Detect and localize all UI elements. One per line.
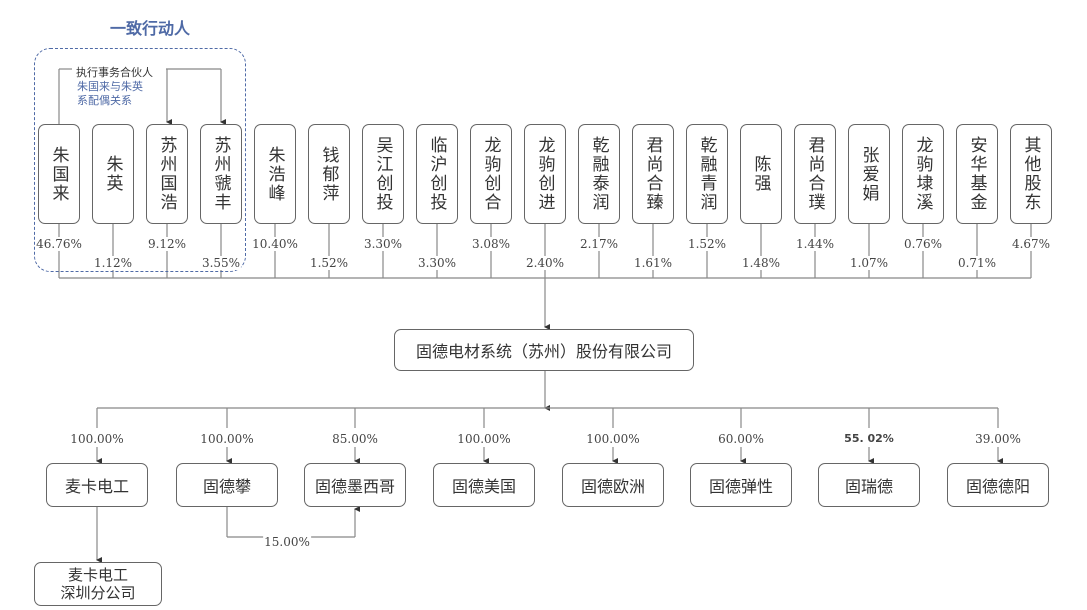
shareholder-name: 乾融青润 bbox=[696, 136, 717, 212]
shareholder-pct: 1.07% bbox=[848, 256, 890, 270]
shareholder-pct: 0.71% bbox=[956, 256, 998, 270]
shareholder-pct: 3.30% bbox=[362, 237, 404, 251]
subsidiary-box[interactable]: 固德美国 bbox=[433, 463, 535, 507]
subsidiary-name: 麦卡电工 bbox=[64, 477, 129, 496]
subsidiary-name: 固德欧洲 bbox=[580, 477, 645, 496]
shareholder-name: 龙驹创合 bbox=[480, 136, 501, 212]
shareholder-name: 龙驹创进 bbox=[534, 136, 555, 212]
shareholder-box[interactable]: 乾融青润 bbox=[686, 124, 728, 224]
company-name: 固德电材系统（苏州）股份有限公司 bbox=[415, 342, 672, 361]
company-box[interactable]: 固德电材系统（苏州）股份有限公司 bbox=[394, 329, 694, 371]
shareholder-pct: 4.67% bbox=[1010, 237, 1052, 251]
shareholder-name: 吴江创投 bbox=[372, 136, 393, 212]
shareholder-name: 临沪创投 bbox=[426, 136, 447, 212]
shareholder-name: 苏州国浩 bbox=[156, 136, 177, 212]
subsidiary-pct: 55. 02% bbox=[843, 432, 895, 445]
shareholder-pct: 10.40% bbox=[251, 237, 299, 251]
shareholder-box[interactable]: 其他股东 bbox=[1010, 124, 1052, 224]
shareholder-name: 龙驹埭溪 bbox=[912, 136, 933, 212]
shareholder-box[interactable]: 吴江创投 bbox=[362, 124, 404, 224]
shareholder-pct: 3.55% bbox=[200, 256, 242, 270]
subsidiary-name: 固德墨西哥 bbox=[314, 477, 395, 496]
shareholder-box[interactable]: 龙驹创合 bbox=[470, 124, 512, 224]
shareholder-box[interactable]: 龙驹埭溪 bbox=[902, 124, 944, 224]
subsidiary-name: 固瑞德 bbox=[844, 477, 893, 496]
shareholder-pct: 9.12% bbox=[146, 237, 188, 251]
subsidiary-box[interactable]: 固德德阳 bbox=[947, 463, 1049, 507]
branch-box[interactable]: 麦卡电工 深圳分公司 bbox=[34, 562, 162, 606]
general-partner-label: 执行事务合伙人 bbox=[74, 64, 155, 80]
shareholder-box[interactable]: 朱英 bbox=[92, 124, 134, 224]
shareholder-pct: 46.76% bbox=[35, 237, 83, 251]
shareholder-name: 君尚合臻 bbox=[642, 136, 663, 212]
shareholder-pct: 1.52% bbox=[686, 237, 728, 251]
shareholder-name: 朱浩峰 bbox=[264, 145, 285, 203]
shareholder-name: 苏州虢丰 bbox=[210, 136, 231, 212]
shareholder-pct: 3.30% bbox=[416, 256, 458, 270]
shareholder-box[interactable]: 钱郁萍 bbox=[308, 124, 350, 224]
shareholder-box[interactable]: 苏州国浩 bbox=[146, 124, 188, 224]
shareholder-pct: 0.76% bbox=[902, 237, 944, 251]
shareholder-name: 钱郁萍 bbox=[318, 145, 339, 203]
shareholder-box[interactable]: 陈强 bbox=[740, 124, 782, 224]
shareholder-name: 陈强 bbox=[750, 155, 771, 193]
cross-holding-pct: 15.00% bbox=[263, 535, 311, 549]
concert-party-boundary bbox=[34, 48, 246, 272]
subsidiary-box[interactable]: 固德墨西哥 bbox=[304, 463, 406, 507]
shareholder-pct: 1.44% bbox=[794, 237, 836, 251]
shareholder-name: 君尚合璞 bbox=[804, 136, 825, 212]
shareholder-name: 张爱娟 bbox=[858, 145, 879, 203]
shareholder-name: 朱国来 bbox=[48, 145, 69, 203]
subsidiary-box[interactable]: 固德欧洲 bbox=[562, 463, 664, 507]
shareholder-box[interactable]: 君尚合臻 bbox=[632, 124, 674, 224]
shareholder-pct: 1.52% bbox=[308, 256, 350, 270]
concert-party-title: 一致行动人 bbox=[110, 19, 191, 38]
subsidiary-name: 固德攀 bbox=[202, 477, 251, 496]
subsidiary-name: 固德弹性 bbox=[708, 477, 773, 496]
shareholder-box[interactable]: 安华基金 bbox=[956, 124, 998, 224]
shareholder-pct: 1.48% bbox=[740, 256, 782, 270]
shareholder-box[interactable]: 朱浩峰 bbox=[254, 124, 296, 224]
shareholder-box[interactable]: 乾融泰润 bbox=[578, 124, 620, 224]
shareholder-box[interactable]: 朱国来 bbox=[38, 124, 80, 224]
subsidiary-pct: 100.00% bbox=[585, 432, 641, 446]
shareholder-pct: 2.40% bbox=[524, 256, 566, 270]
subsidiary-box[interactable]: 麦卡电工 bbox=[46, 463, 148, 507]
subsidiary-name: 固德德阳 bbox=[965, 477, 1030, 496]
subsidiary-box[interactable]: 固德弹性 bbox=[690, 463, 792, 507]
subsidiary-pct: 100.00% bbox=[199, 432, 255, 446]
shareholder-pct: 3.08% bbox=[470, 237, 512, 251]
shareholder-box[interactable]: 龙驹创进 bbox=[524, 124, 566, 224]
subsidiary-name: 固德美国 bbox=[451, 477, 516, 496]
shareholder-box[interactable]: 临沪创投 bbox=[416, 124, 458, 224]
subsidiary-pct: 39.00% bbox=[974, 432, 1022, 446]
subsidiary-box[interactable]: 固德攀 bbox=[176, 463, 278, 507]
shareholder-name: 安华基金 bbox=[966, 136, 987, 212]
subsidiary-box[interactable]: 固瑞德 bbox=[818, 463, 920, 507]
shareholder-pct: 1.61% bbox=[632, 256, 674, 270]
shareholder-pct: 2.17% bbox=[578, 237, 620, 251]
shareholder-pct: 1.12% bbox=[92, 256, 134, 270]
subsidiary-pct: 60.00% bbox=[717, 432, 765, 446]
subsidiary-pct: 100.00% bbox=[69, 432, 125, 446]
shareholder-box[interactable]: 张爱娟 bbox=[848, 124, 890, 224]
shareholder-box[interactable]: 君尚合璞 bbox=[794, 124, 836, 224]
shareholder-name: 其他股东 bbox=[1020, 136, 1041, 212]
shareholder-name: 乾融泰润 bbox=[588, 136, 609, 212]
subsidiary-pct: 85.00% bbox=[331, 432, 379, 446]
shareholder-box[interactable]: 苏州虢丰 bbox=[200, 124, 242, 224]
subsidiary-pct: 100.00% bbox=[456, 432, 512, 446]
spouse-note: 朱国来与朱英 系配偶关系 bbox=[77, 80, 143, 107]
shareholder-name: 朱英 bbox=[102, 155, 123, 193]
